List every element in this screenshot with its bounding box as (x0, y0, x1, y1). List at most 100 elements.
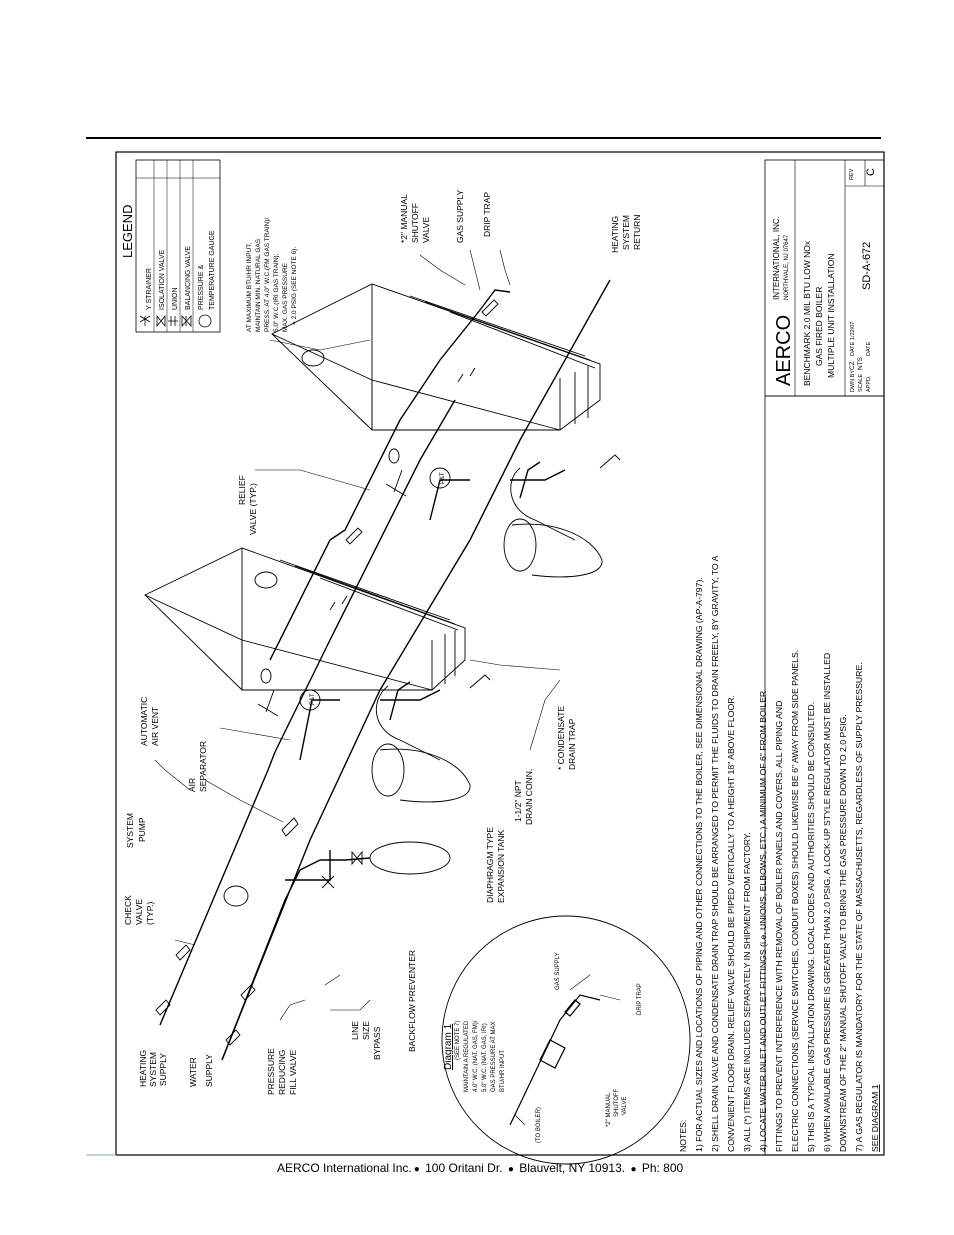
pump-body (223, 885, 249, 907)
condensate-line-1: * CONDENSATE (556, 706, 566, 770)
note-line-7: ELECTRIC CONNECTIONS (SERVICE SWITCHES, … (790, 650, 800, 1152)
relief-line-2: VALVE (TYP.) (248, 483, 258, 535)
pump-line-1: SYSTEM (125, 813, 135, 848)
diagram-1-line-1: MAINTAIN A REGULATED (464, 1020, 470, 1092)
bypass-line-3: BYPASS (372, 1026, 382, 1060)
gas-valve-boiler-2 (481, 299, 499, 317)
bypass-valve (321, 875, 335, 889)
note-line-2: 2) SHELL DRAIN VALVE AND CONDENSATE DRAI… (710, 555, 720, 1152)
diagram-1-line-5: BTU/HR INPUT (500, 1050, 506, 1092)
supply-valves (155, 944, 191, 1016)
union-icon (168, 316, 178, 326)
page-footer: AERCO International Inc. ● 100 Oritani Dr… (277, 1161, 683, 1175)
isolation-valve-icon (156, 314, 166, 328)
drain-conn-line-2: DRAIN CONN. (524, 769, 534, 825)
note-line-9: 6) WHEN AVAILABLE GAS PRESSURE IS GREATE… (822, 653, 832, 1152)
diagram-1-line-3: 5.0" W.C. (NAT. GAS, IRI) (482, 1023, 488, 1092)
air-separator-line-2: SEPARATOR (198, 741, 208, 792)
notes-heading: NOTES: (678, 1120, 688, 1152)
legend-item-balancing-valve: BALANCING VALVE (185, 246, 192, 310)
legend-item-temperature-gauge: TEMPERATURE GAUGE (209, 230, 216, 310)
air-separator-body (281, 817, 299, 837)
heating-supply-line-1: HEATING (138, 1050, 148, 1087)
drawing-number: SD-A-672 (861, 242, 873, 290)
scale-value: NTS (857, 356, 864, 370)
footer-company: AERCO International Inc. (277, 1161, 412, 1175)
title-block: AERCO INTERNATIONAL, INC. NORTHVALE, NJ … (764, 159, 885, 1156)
air-vent-line-2: AIR VENT (150, 707, 160, 746)
condensate-loop-2 (511, 523, 603, 578)
condensate-trap-body-2 (510, 467, 576, 541)
legend: LEGEND Y STRAINER ISOLATION VALVE UNION … (120, 159, 221, 333)
bypass-line-1: LINE (350, 1021, 360, 1040)
approved-label: APPD. (866, 375, 872, 392)
heating-return-line-3: RETURN (632, 215, 642, 250)
aerco-logo: AERCO (773, 315, 795, 386)
gas-note-line-1: AT MAXIMUM BTU/HR INPUT, (246, 242, 253, 332)
drawn-by-value: CZ (849, 361, 856, 370)
date-label: DATE (850, 341, 856, 356)
pt-gauge-2 (429, 467, 451, 489)
heating-supply-line-3: SUPPLY (158, 1053, 168, 1086)
component-labels: HEATING SYSTEM SUPPLY WATER SUPPLY PRESS… (123, 189, 642, 1095)
note-line-1: 1) FOR ACTUAL SIZES AND LOCATIONS OF PIP… (694, 577, 704, 1152)
gas-note-line-5: MAX. GAS PRESSURE (282, 262, 289, 332)
notes: NOTES: 1) FOR ACTUAL SIZES AND LOCATIONS… (678, 555, 880, 1152)
piping (159, 279, 611, 1061)
drain-conn-line-1: 1-1/2" NPT (513, 780, 523, 822)
gas-supply-label: GAS SUPPLY (455, 189, 465, 243)
bypass-line-2: SIZE (361, 1021, 371, 1040)
legend-item-union: UNION (172, 287, 179, 310)
gas-pressure-note: AT MAXIMUM BTU/HR INPUT, MAINTAIN MIN. N… (246, 218, 298, 332)
drawing-title-line-3: MULTIPLE UNIT INSTALLATION (826, 253, 836, 378)
note-line-3: CONVENIENT FLOOR DRAIN. RELIEF VALVE SHO… (726, 695, 736, 1152)
condensate-line-2: DRAIN TRAP (567, 718, 577, 770)
boiler-2 (271, 283, 601, 431)
condensate-drum-2 (503, 518, 537, 572)
note-line-12: SEE DIAGRAM 1 (870, 1084, 880, 1152)
balancing-valve-icon (181, 314, 192, 328)
air-vent-1 (260, 668, 272, 684)
boiler-1 (144, 547, 466, 691)
legend-title: LEGEND (120, 205, 135, 258)
fittings (155, 299, 621, 1046)
diagram-1-piping (509, 994, 601, 1126)
air-vent-2 (388, 448, 400, 464)
pt-label-1: P&T (310, 693, 316, 705)
note-line-10: DOWNSTREAM OF THE 2" MANUAL SHUTOFF VALV… (838, 714, 848, 1152)
condensate-drum-1 (371, 743, 405, 797)
prv-line-1: PRESSURE (266, 1048, 276, 1095)
prv-line-2: REDUCING (277, 1050, 287, 1095)
condensate-loop-1 (379, 748, 471, 803)
check-valve-line-2: VALVE (134, 899, 144, 925)
air-vent-line-1: AUTOMATIC (139, 697, 149, 746)
note-line-11: 7) A GAS REGULATOR IS MANDATORY FOR THE … (854, 662, 864, 1152)
diagram-1-title: Diagram 1 (443, 1023, 454, 1070)
pressure-gauge-icon (198, 314, 212, 328)
air-separator-line-1: AIR (187, 778, 197, 792)
gas-valve-boiler-1 (345, 527, 363, 545)
note-line-4: 3) ALL (*) ITEMS ARE INCLUDED SEPARATELY… (742, 832, 752, 1152)
gas-note-line-6: = 2.0 PSIG (SEE NOTE 6). (291, 247, 298, 325)
drip-trap-label: DRIP TRAP (482, 192, 492, 237)
scale-label: SCALE (858, 374, 864, 392)
company-name: INTERNATIONAL, INC. (772, 216, 781, 300)
diagram-1-shutoff-line-2: SHUTOFF (614, 1088, 620, 1117)
drawing-title-line-1: BENCHMARK 2.0 MIL BTU LOW NOx (802, 240, 812, 386)
heating-return-line-2: SYSTEM (621, 215, 631, 250)
diagram-1-shutoff-line-3: VALVE (622, 1097, 628, 1115)
company-address: NORTHVALE, NJ 07647 (784, 234, 790, 300)
footer-phone: Ph: 800 (641, 1161, 684, 1175)
drawing-title-line-2: GAS FIRED BOILER (814, 287, 824, 366)
diagram-1-see-note: (SEE NOTE 7) (455, 1021, 461, 1060)
pt-gauge-1 (299, 689, 321, 711)
heating-return-line-1: HEATING (610, 216, 620, 253)
fill-valves (225, 984, 256, 1046)
footer-address: 100 Oritani Dr. (425, 1161, 503, 1175)
manual-shutoff-line-3: VALVE (421, 217, 431, 243)
footer-bullet-3: ● (630, 1164, 637, 1175)
tank-isolation-valve (351, 850, 363, 866)
pt-label-2: P&T (440, 472, 446, 484)
diagram-1-line-2: 4.0" W.C. (NAT. GAS, FM)/ (473, 1020, 479, 1092)
